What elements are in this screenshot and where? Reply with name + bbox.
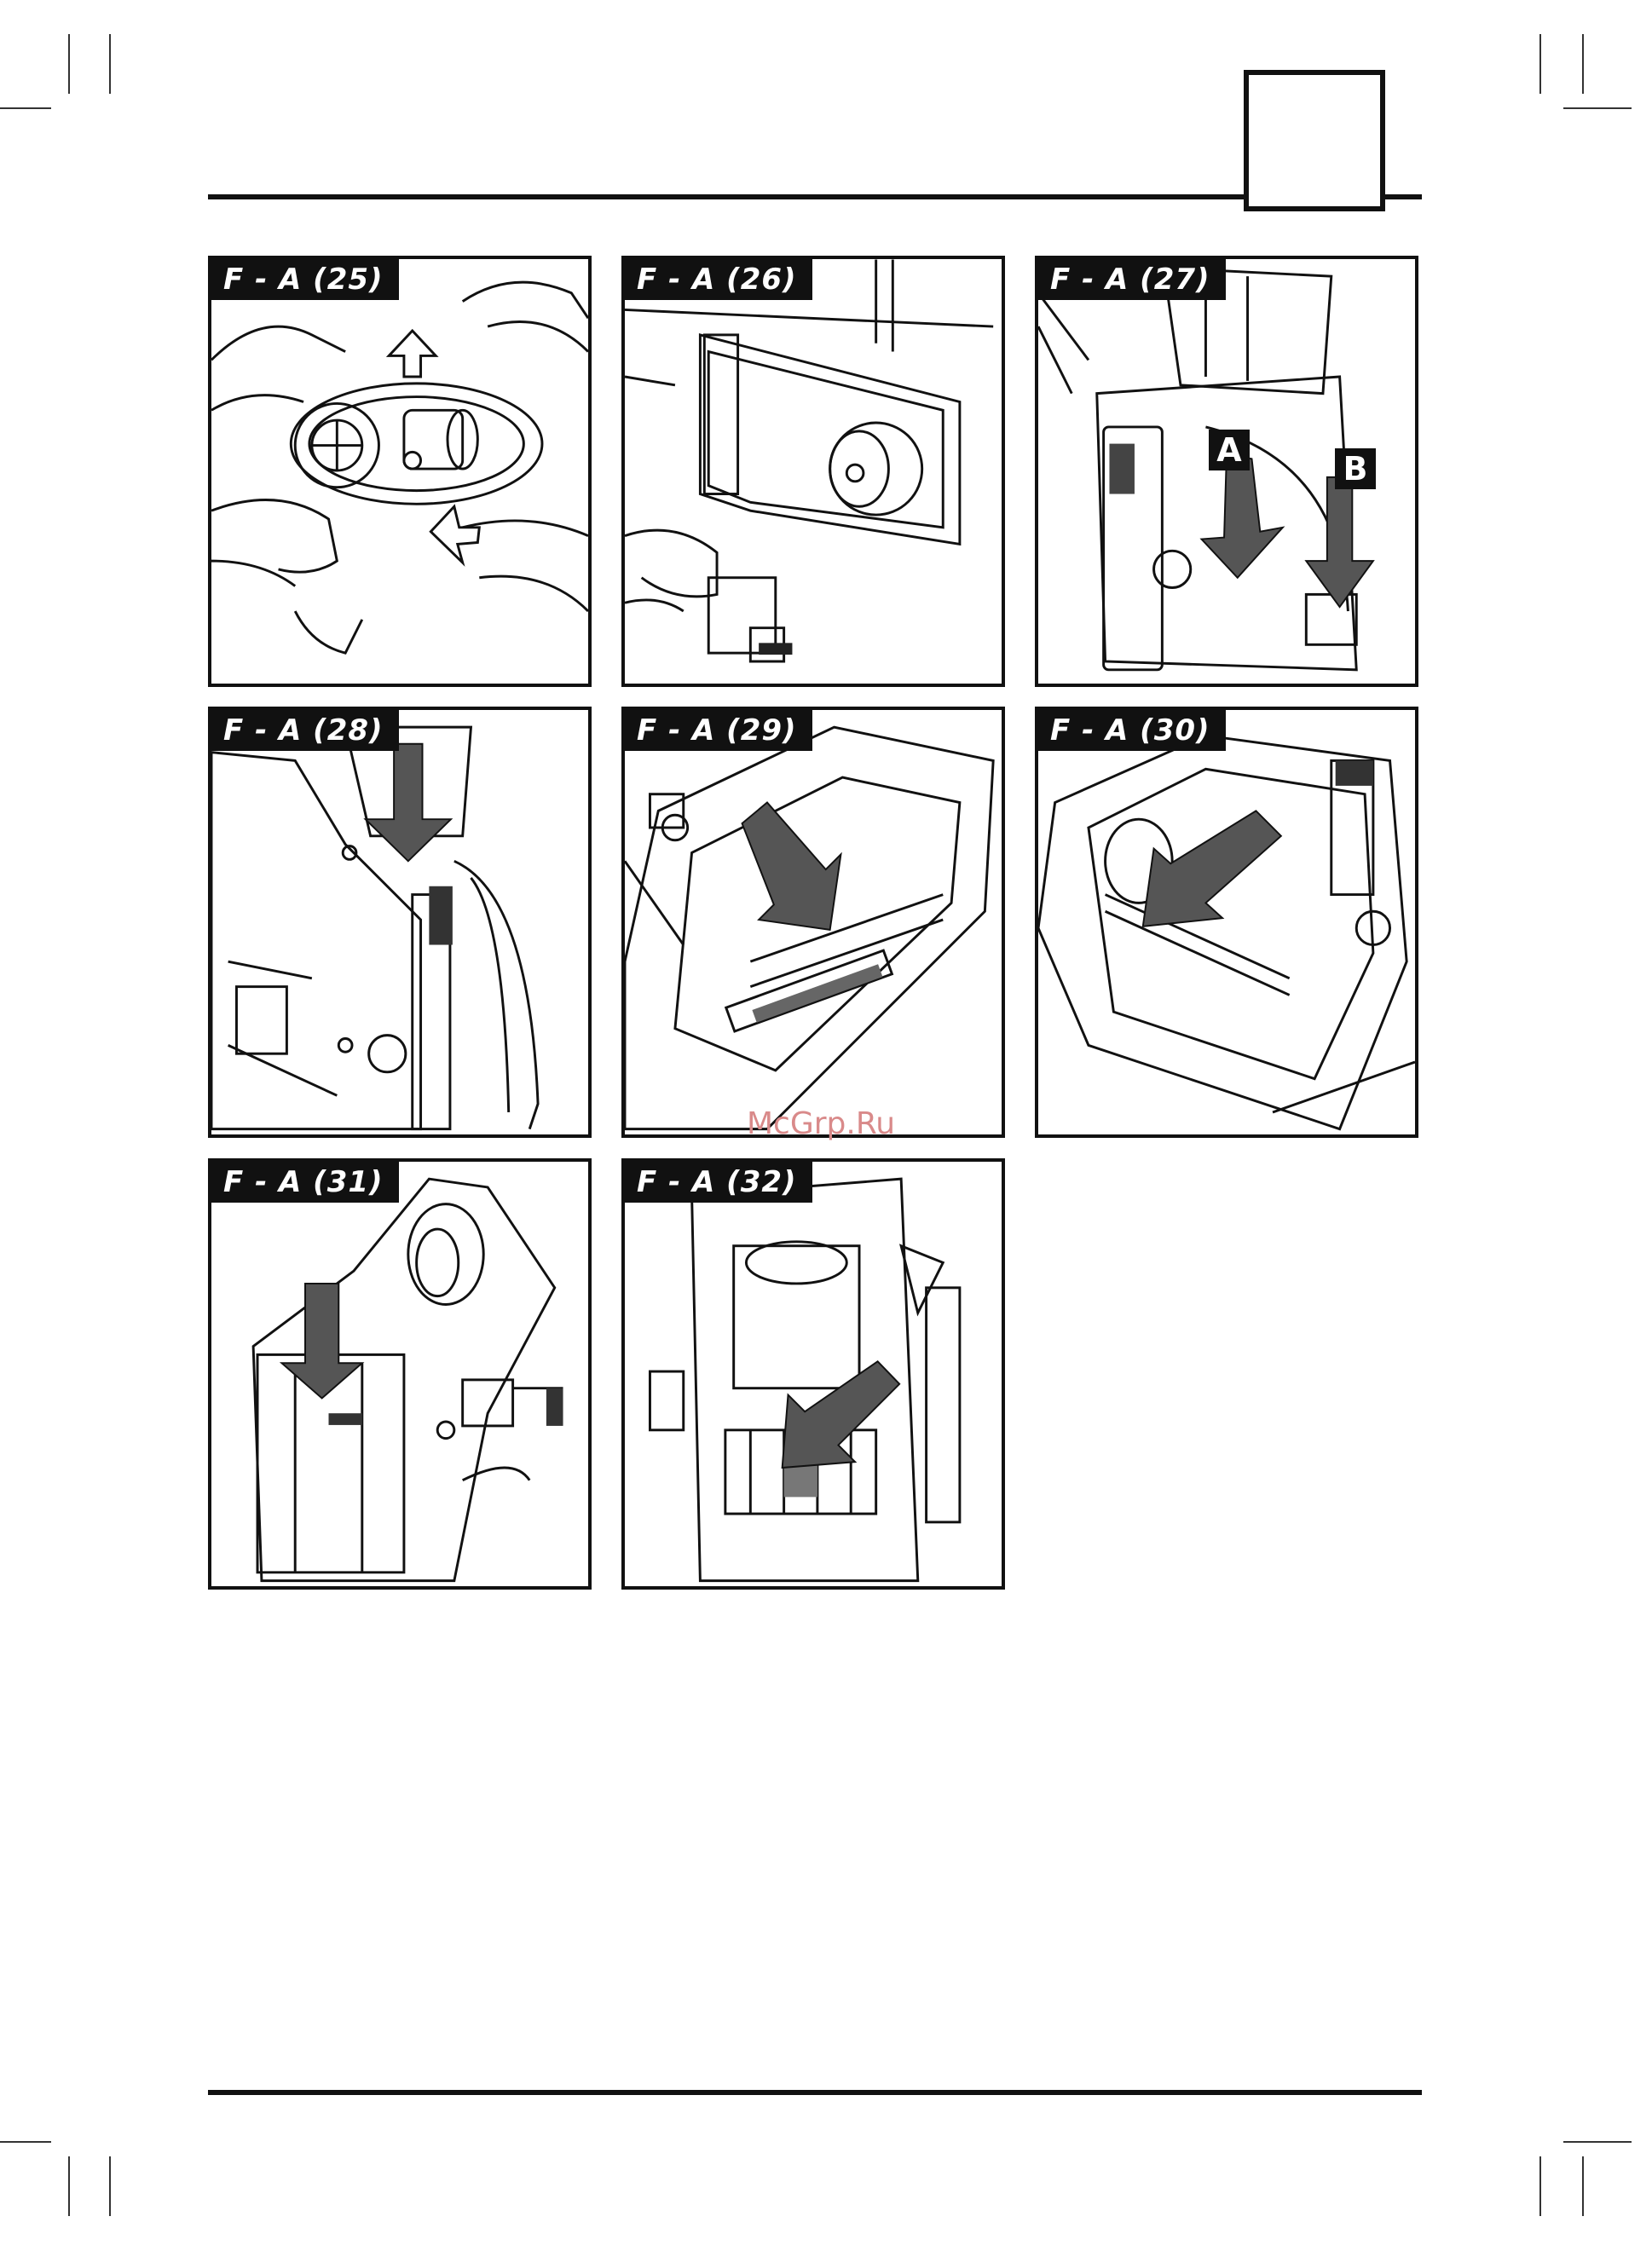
crop-mark [1539, 34, 1541, 94]
panel-label: F - A (28) [211, 710, 399, 751]
footer-rule [208, 2090, 1422, 2095]
figure-panel-26: F - A (26) [621, 256, 1005, 687]
illustration-25 [211, 259, 588, 684]
figure-panel-29: F - A (29) [621, 707, 1005, 1138]
crop-mark [1539, 2156, 1541, 2216]
figure-panel-27: F - A (27) A B [1035, 256, 1418, 687]
panel-label: F - A (26) [625, 259, 812, 300]
crop-mark [1582, 2156, 1584, 2216]
crop-mark [68, 2156, 70, 2216]
panel-label: F - A (27) [1038, 259, 1226, 300]
crop-mark [0, 107, 51, 109]
crop-mark [1563, 107, 1632, 109]
figure-panel-28: F - A (28) [208, 707, 592, 1138]
language-tab-box [1244, 70, 1385, 211]
panel-label: F - A (30) [1038, 710, 1226, 751]
crop-mark [109, 34, 111, 94]
figure-panel-31: F - A (31) [208, 1158, 592, 1590]
header-rule [208, 194, 1422, 199]
crop-mark [0, 2141, 51, 2143]
panel-label: F - A (32) [625, 1162, 812, 1203]
marker-a: A [1209, 430, 1250, 470]
crop-mark [109, 2156, 111, 2216]
crop-mark [68, 34, 70, 94]
crop-mark [1563, 2141, 1632, 2143]
figure-panel-30: F - A (30) [1035, 707, 1418, 1138]
figure-panel-32: F - A (32) [621, 1158, 1005, 1590]
figure-panel-25: F - A (25) [208, 256, 592, 687]
panel-label: F - A (31) [211, 1162, 399, 1203]
panel-label: F - A (25) [211, 259, 399, 300]
marker-b: B [1335, 448, 1376, 489]
crop-mark [1582, 34, 1584, 94]
panel-label: F - A (29) [625, 710, 812, 751]
watermark-text: McGrp.Ru [747, 1106, 895, 1141]
